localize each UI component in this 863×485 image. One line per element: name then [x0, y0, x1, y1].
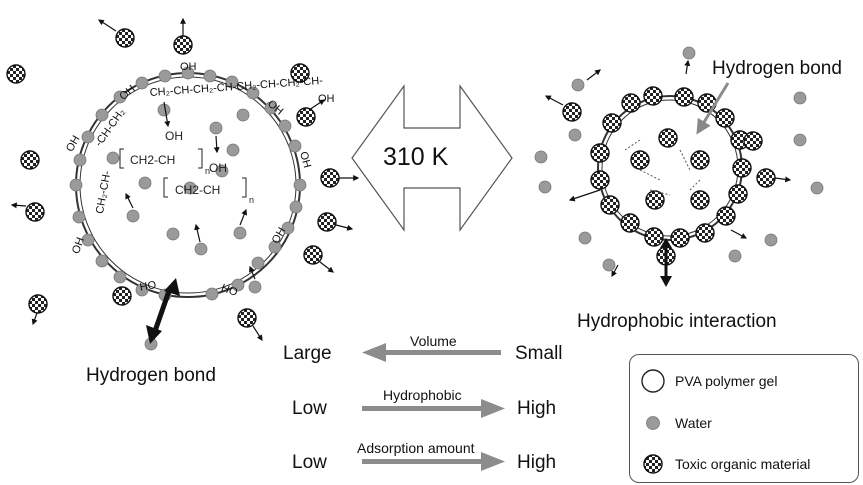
- formula-1-oh: OH: [165, 129, 183, 143]
- legend-row-water: Water: [630, 407, 858, 437]
- legend: PVA polymer gel Water Toxic organic mate…: [629, 354, 859, 483]
- temperature-label: 310 K: [383, 143, 449, 171]
- formula-2-body: CH2-CH: [175, 183, 221, 197]
- legend-row-gel: PVA polymer gel: [630, 365, 858, 395]
- right-hbond-pointer: [696, 82, 730, 135]
- relation-hydrophobic-left: Low: [292, 398, 327, 419]
- relation-adsorption-label: Adsorption amount: [357, 440, 475, 456]
- right-toxic-balls: [562, 86, 776, 266]
- relation-hydrophobic-label: Hydrophobic: [383, 387, 462, 403]
- formula-1-n: n: [205, 166, 211, 176]
- gray-dot-icon: [646, 416, 660, 430]
- chain-ho-1: HO: [139, 279, 158, 294]
- chain-ho-2: HO: [220, 282, 240, 299]
- right-hbond-double-arrow: [660, 238, 672, 287]
- formula-2-n: n: [249, 195, 255, 205]
- legend-row-toxic: Toxic organic material: [630, 448, 858, 478]
- formula-1: [119, 148, 203, 169]
- chain-oh-3: OH: [64, 134, 83, 154]
- right-outside-water: [534, 46, 824, 272]
- left-gel-interior-water: [106, 103, 250, 256]
- temperature-double-arrow: [351, 84, 513, 232]
- left-gel-interior-arrows: [125, 101, 248, 243]
- chain-oh-4: OH: [265, 98, 285, 118]
- chain-oh-7: OH: [70, 236, 87, 256]
- chain-oh-8: OH: [318, 93, 335, 105]
- right-gel-hbonds: [624, 139, 701, 196]
- left-toxic-arrows: [10, 17, 360, 342]
- left-gel-caption: Hydrogen bond: [86, 365, 216, 386]
- formula-2: [163, 177, 247, 198]
- relation-volume-label: Volume: [410, 333, 457, 349]
- checkered-ball-icon: [643, 454, 663, 474]
- left-outside-water-arrows: [249, 265, 256, 280]
- hydrophobic-arrow: [362, 399, 505, 418]
- relation-volume-right: Small: [515, 343, 563, 364]
- right-hbond-annotation: Hydrogen bond: [712, 58, 842, 79]
- left-hbond-arrow: [146, 278, 180, 344]
- chain-oh-top: OH: [180, 61, 197, 73]
- legend-label-toxic: Toxic organic material: [675, 456, 811, 472]
- relation-adsorption-left: Low: [292, 452, 327, 473]
- legend-label-water: Water: [675, 415, 712, 431]
- open-circle-icon: [641, 369, 665, 393]
- formula-2-oh: OH: [209, 161, 227, 175]
- relation-arrows: [362, 343, 505, 471]
- right-gel-caption: Hydrophobic interaction: [577, 311, 777, 332]
- formula-1-body: CH2-CH: [130, 153, 176, 167]
- chain-oh-5: OH: [297, 150, 313, 169]
- relation-adsorption-right: High: [517, 452, 557, 473]
- right-arrows: [544, 59, 792, 278]
- relation-hydrophobic-right: High: [517, 398, 557, 419]
- left-outside-water: [144, 280, 262, 351]
- chain-left: CH₂-CH-: [94, 170, 113, 215]
- volume-arrow: [362, 343, 501, 362]
- legend-label-gel: PVA polymer gel: [675, 373, 778, 389]
- relation-volume-left: Large: [283, 343, 332, 364]
- adsorption-arrow: [362, 452, 505, 471]
- right-gel: [534, 46, 824, 287]
